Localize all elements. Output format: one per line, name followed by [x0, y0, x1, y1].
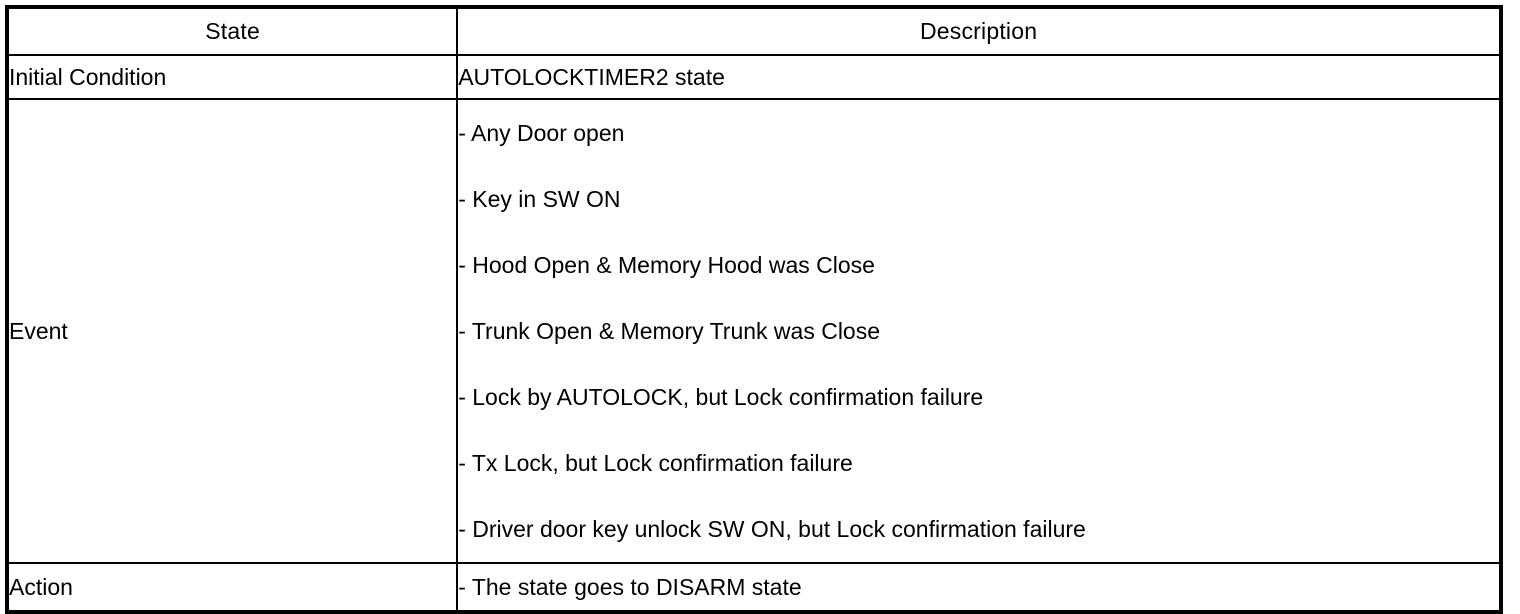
- list-item: - Trunk Open & Memory Trunk was Close: [458, 318, 881, 344]
- list-item: - Tx Lock, but Lock confirmation failure: [458, 450, 853, 476]
- list-item: - Any Door open: [458, 120, 625, 146]
- page-canvas: State Description Initial Condition AUTO…: [5, 5, 1503, 614]
- table-header-row: State Description: [5, 6, 1502, 56]
- row-label-event: Event: [5, 98, 459, 564]
- list-item: - Lock by AUTOLOCK, but Lock confirmatio…: [458, 384, 984, 410]
- row-value-initial-condition: AUTOLOCKTIMER2 state: [456, 54, 1502, 100]
- table-row-initial-condition: Initial Condition AUTOLOCKTIMER2 state: [5, 54, 1502, 100]
- list-item: - Driver door key unlock SW ON, but Lock…: [458, 516, 1086, 542]
- column-header-description: Description: [456, 6, 1502, 56]
- table-row-event: Event - Any Door open - Key in SW ON - H…: [5, 98, 1502, 564]
- column-header-state: State: [5, 6, 459, 56]
- state-description-table: State Description Initial Condition AUTO…: [5, 5, 1503, 614]
- list-item: - Key in SW ON: [458, 186, 621, 212]
- list-item: - Hood Open & Memory Hood was Close: [458, 252, 875, 278]
- row-value-event: - Any Door open - Key in SW ON - Hood Op…: [456, 98, 1502, 564]
- event-item-list: - Any Door open - Key in SW ON - Hood Op…: [458, 100, 1499, 562]
- row-label-initial-condition: Initial Condition: [5, 54, 459, 100]
